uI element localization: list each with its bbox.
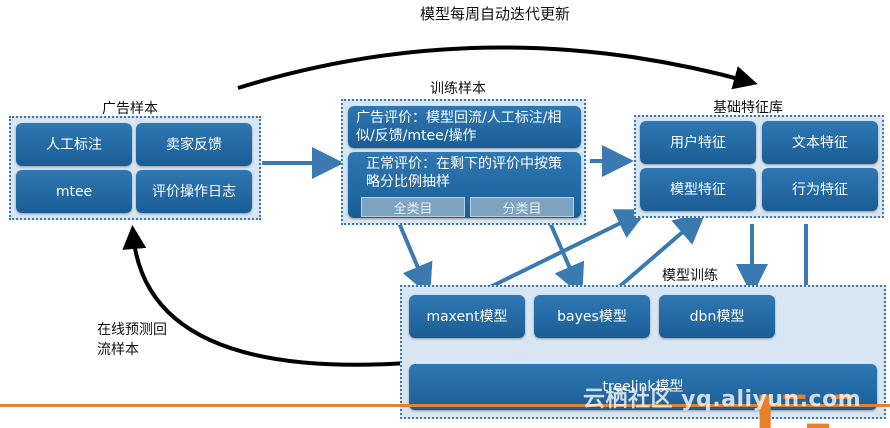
model-training-group: maxent模型 bayes模型 dbn模型 treelink模型 [400,285,886,419]
dbn-model-box[interactable]: dbn模型 [659,295,775,338]
treelink-model-box[interactable]: treelink模型 [409,364,877,410]
top-arrow-label: 模型每周自动迭代更新 [420,5,571,23]
ads-samples-group: 人工标注 卖家反馈 mtee 评价操作日志 [9,116,261,220]
watermark: 云栖社区 yq.aliyun.com [583,387,862,412]
split-categories-tab[interactable]: 分类目 [470,197,574,217]
behavior-features-box[interactable]: 行为特征 [762,168,878,211]
bayes-model-box[interactable]: bayes模型 [534,295,650,338]
base-features-title: 基础特征库 [713,100,783,116]
review-operation-log-box[interactable]: 评价操作日志 [136,170,252,213]
bottom-accent-line [0,404,890,407]
ad-evaluation-box[interactable]: 广告评价：模型回流/人工标注/相似/反馈/mtee/操作 [348,106,581,148]
feedback-arrow [122,225,409,367]
feedback-label: 在线预测回流样本 [97,322,167,358]
normal-evaluation-text: 正常评价：在剩下的评价中按策略分比例抽样 [366,156,562,190]
training-samples-title: 训练样本 [430,81,486,97]
manual-label-box[interactable]: 人工标注 [16,123,132,166]
training-samples-group: 广告评价：模型回流/人工标注/相似/反馈/mtee/操作 正常评价：在剩下的评价… [341,99,586,225]
maxent-to-features-arrow [477,209,649,295]
mtee-box[interactable]: mtee [16,170,132,213]
training-to-bayes-arrow [546,217,585,297]
ads-samples-title: 广告样本 [102,101,158,117]
seller-feedback-box[interactable]: 卖家反馈 [136,123,252,166]
user-features-box[interactable]: 用户特征 [640,121,756,164]
weekly-iteration-arrow [237,45,758,90]
text-features-box[interactable]: 文本特征 [762,121,878,164]
maxent-model-box[interactable]: maxent模型 [409,295,525,338]
all-categories-tab[interactable]: 全类目 [361,197,465,217]
training-to-maxent-arrow [395,217,433,297]
bayes-to-features-arrow [610,211,707,295]
model-training-title: 模型训练 [662,268,718,284]
model-features-box[interactable]: 模型特征 [640,168,756,211]
base-features-group: 用户特征 文本特征 模型特征 行为特征 [634,115,884,218]
